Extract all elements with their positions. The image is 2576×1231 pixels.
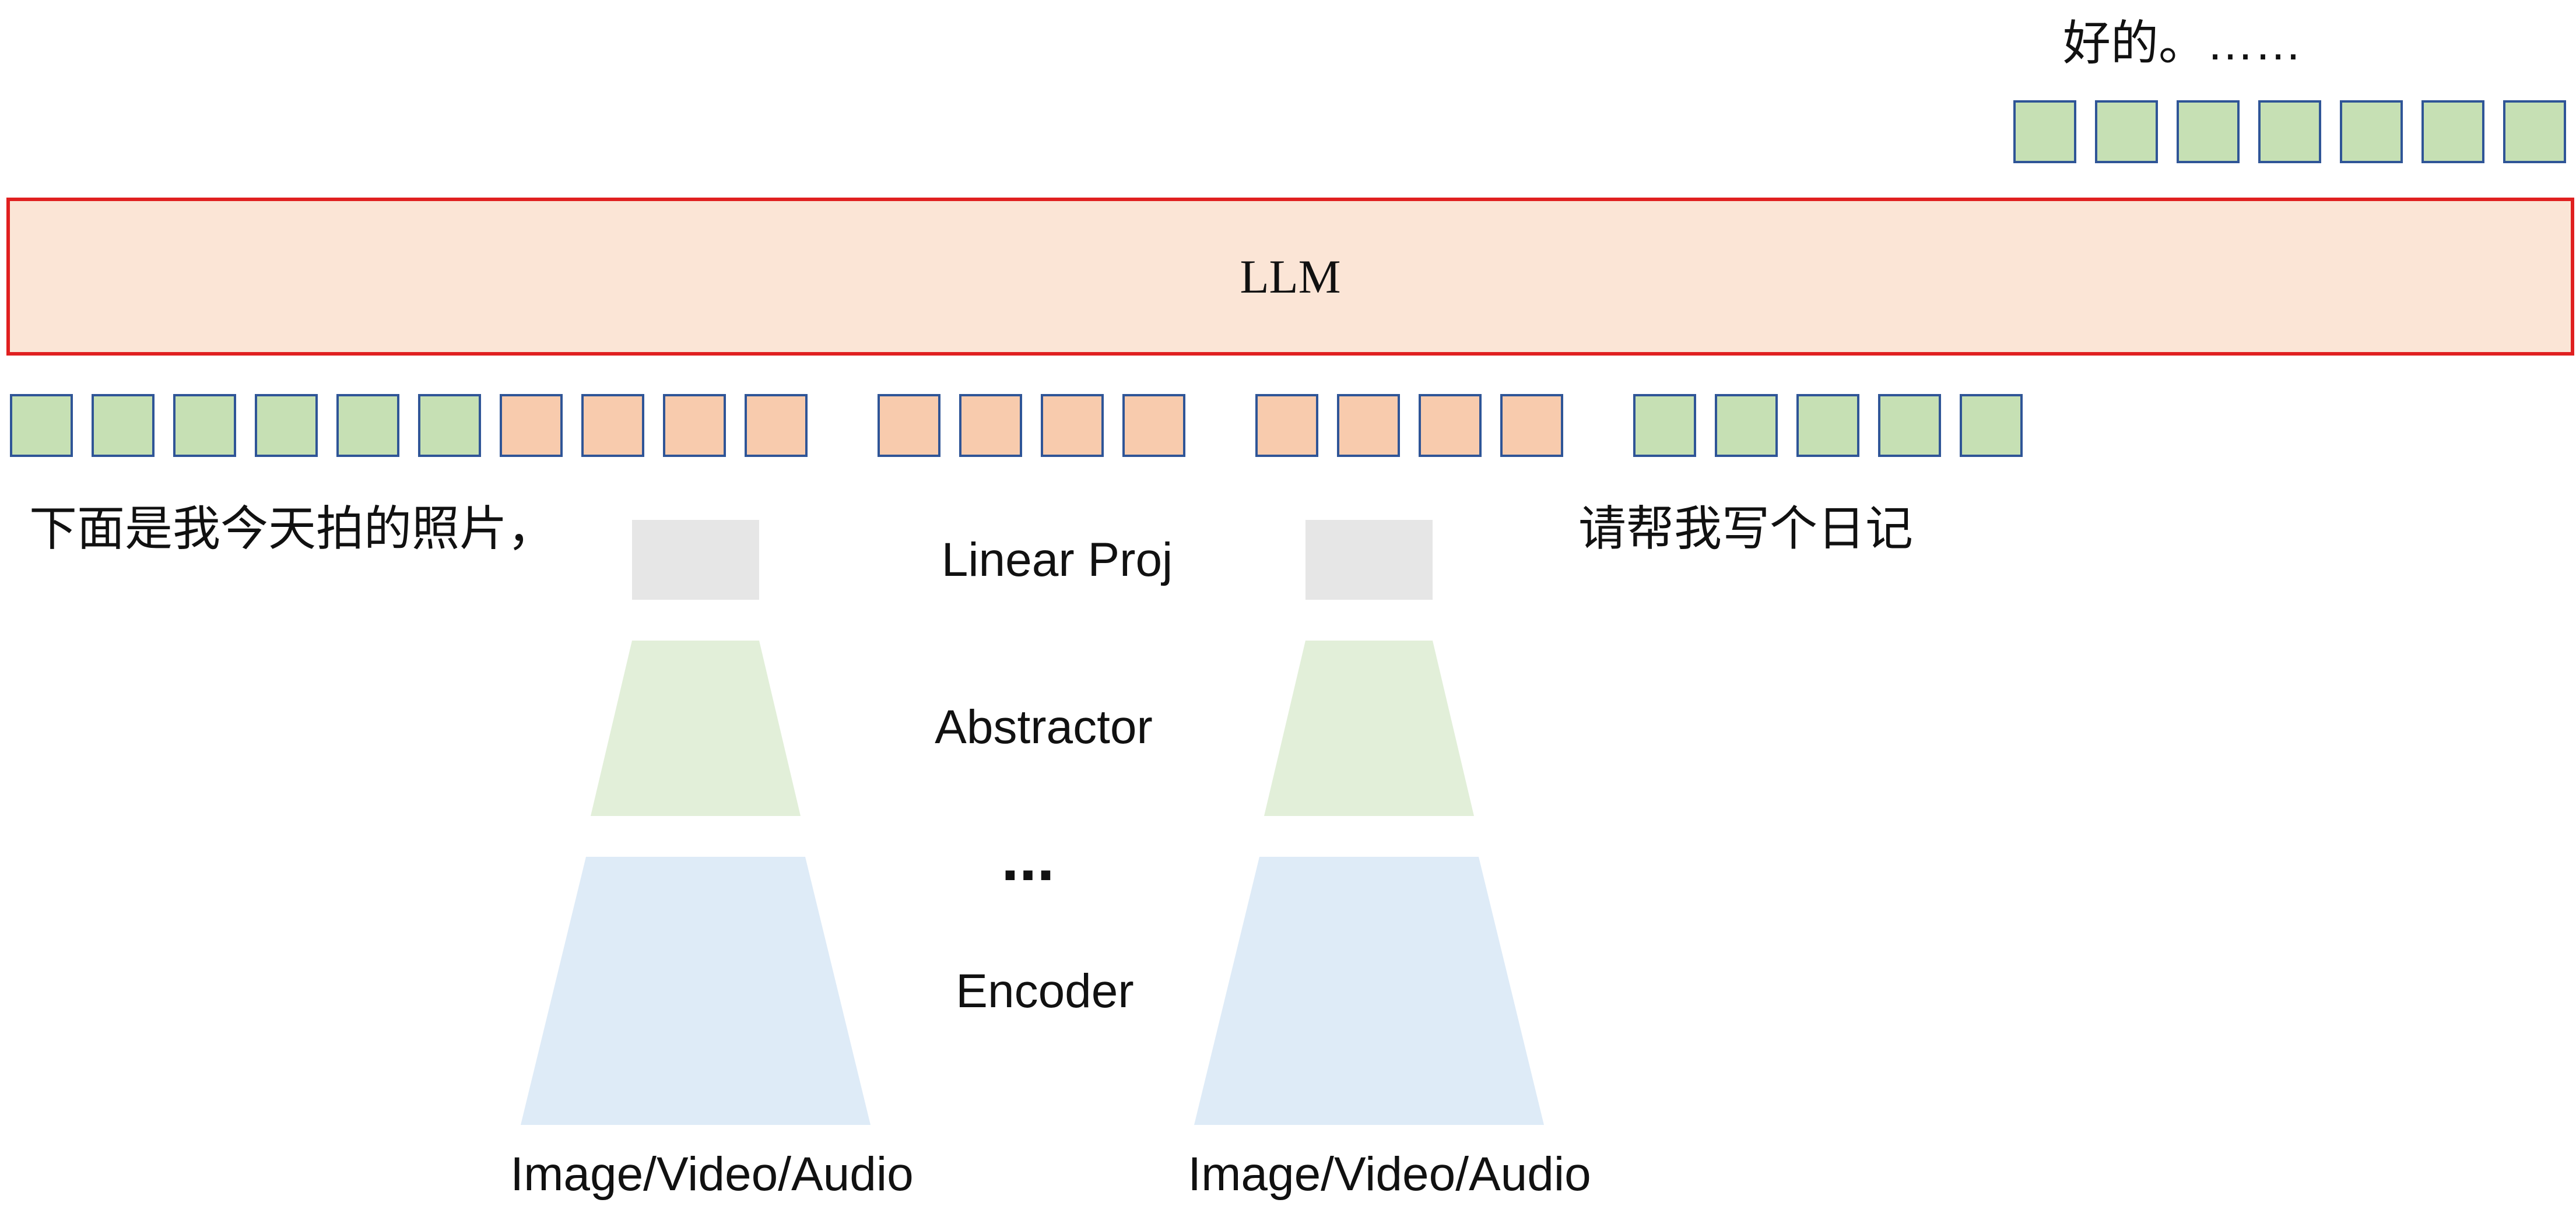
text-token — [1878, 394, 1941, 457]
text-token — [1715, 394, 1778, 457]
output-token — [2503, 100, 2566, 163]
abstractor-block-right — [1264, 641, 1474, 816]
prompt-text-left: 下面是我今天拍的照片， — [29, 502, 555, 555]
output-token — [2095, 100, 2158, 163]
llm-label: LLM — [1240, 250, 1340, 303]
media-token — [1122, 394, 1185, 457]
media-token — [1041, 394, 1104, 457]
output-token — [2177, 100, 2240, 163]
encoder-block-right — [1194, 857, 1544, 1125]
output-token — [2013, 100, 2076, 163]
ellipsis-label: ... — [1001, 822, 1055, 894]
media-token — [1419, 394, 1482, 457]
text-token — [173, 394, 236, 457]
text-token — [10, 394, 73, 457]
media-token — [959, 394, 1022, 457]
text-token — [255, 394, 318, 457]
text-token — [418, 394, 481, 457]
media-token — [500, 394, 563, 457]
media-token — [1255, 394, 1318, 457]
encoder-block-left — [521, 857, 871, 1125]
media-token — [745, 394, 808, 457]
output-token — [2421, 100, 2484, 163]
linear-proj-block-right — [1305, 520, 1433, 600]
text-token — [1960, 394, 2023, 457]
media-token — [663, 394, 726, 457]
text-token — [92, 394, 155, 457]
input-token-row — [10, 394, 2023, 457]
modality-branch-right: Image/Video/Audio — [1188, 520, 1591, 1201]
text-token — [336, 394, 399, 457]
media-token — [581, 394, 644, 457]
linear-proj-label: Linear Proj — [942, 533, 1173, 586]
output-text: 好的。…… — [2063, 17, 2302, 70]
abstractor-label: Abstractor — [935, 701, 1153, 754]
prompt-text-right: 请帮我写个日记 — [1578, 502, 1913, 555]
output-token — [2340, 100, 2403, 163]
input-label-left: Image/Video/Audio — [510, 1148, 913, 1201]
text-token — [1633, 394, 1696, 457]
abstractor-block-left — [591, 641, 801, 816]
llm-block — [6, 198, 2574, 356]
media-token — [1500, 394, 1563, 457]
text-token — [1796, 394, 1859, 457]
linear-proj-block-left — [632, 520, 759, 600]
media-token — [878, 394, 940, 457]
encoder-label: Encoder — [956, 965, 1133, 1018]
input-label-right: Image/Video/Audio — [1188, 1148, 1591, 1201]
media-token — [1337, 394, 1400, 457]
modality-branch-left: Image/Video/Audio — [510, 520, 914, 1201]
output-token — [2258, 100, 2321, 163]
output-token-row — [2013, 100, 2566, 163]
